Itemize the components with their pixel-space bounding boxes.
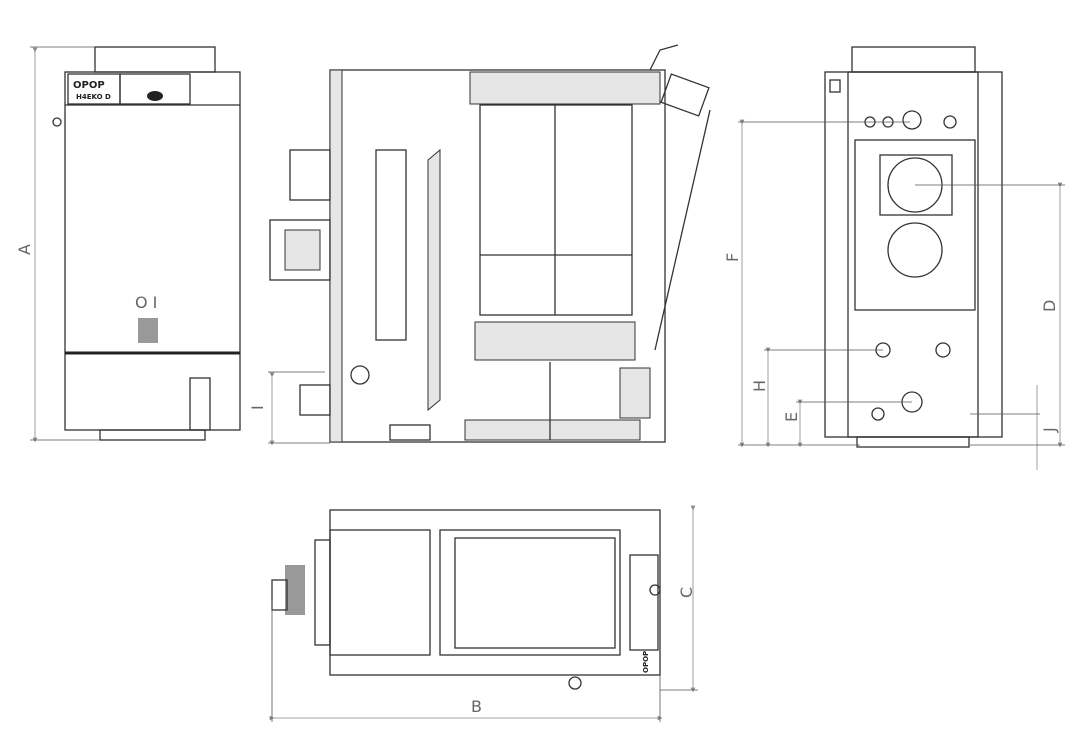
switch-label: O I <box>135 293 157 312</box>
front-view: O I <box>52 46 241 441</box>
dim-D: D <box>1040 300 1059 312</box>
dim-H: H <box>750 380 769 392</box>
logo-model: H4EKO D <box>76 93 111 101</box>
dim-J: J <box>1040 427 1059 433</box>
dim-B: B <box>471 697 482 716</box>
dim-A: A <box>15 244 34 255</box>
section-view <box>269 44 711 443</box>
logo-top: OPOP <box>642 651 650 673</box>
dim-F: F <box>723 253 742 262</box>
top-view: OPOP <box>271 509 661 690</box>
dim-E: E <box>782 412 801 422</box>
dim-C: C <box>677 587 696 598</box>
rear-view <box>824 46 1003 448</box>
logo-brand: OPOP <box>73 80 105 91</box>
dim-I: I <box>248 405 267 410</box>
